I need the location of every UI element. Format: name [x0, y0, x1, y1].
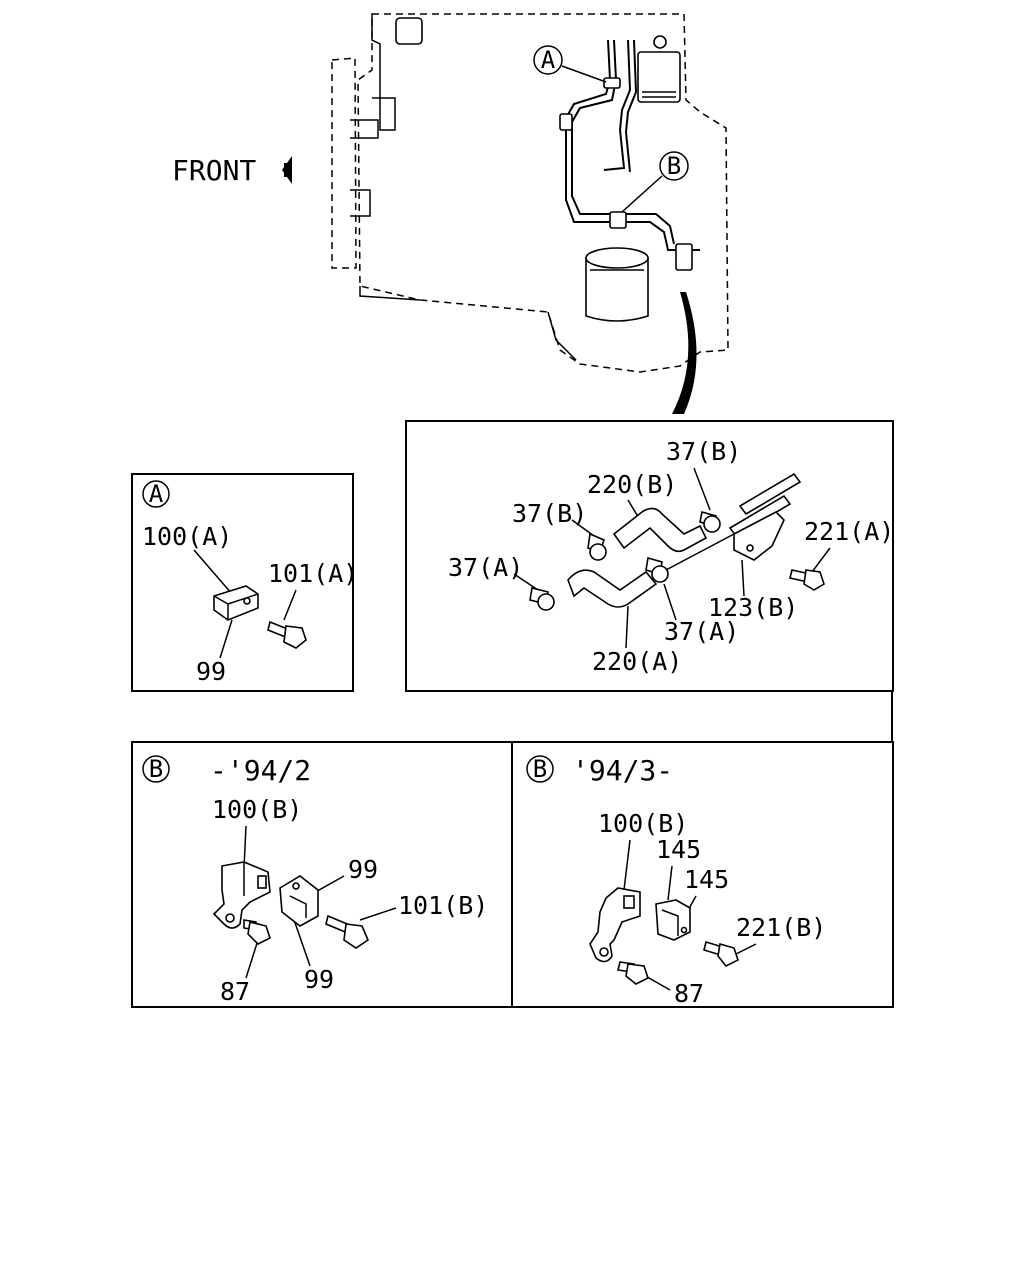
label-100b-early: 100(B) — [212, 795, 302, 824]
label-87-late: 87 — [674, 979, 704, 1008]
bolt-221a — [789, 569, 825, 591]
bracket-100b-early — [212, 861, 271, 929]
bolt-101a — [267, 620, 307, 649]
joint-37a-mid — [645, 556, 669, 583]
label-37a-left: 37(A) — [448, 553, 523, 582]
detail-hoses-panel: 37(B) 220(B) 37(B) 221(A) 37(A) 123(B) 3… — [405, 420, 894, 742]
detail-b-late-panel: B '94/3- 100(B) 145 145 221(B) 87 — [511, 741, 894, 1008]
label-101a: 101(A) — [268, 559, 358, 588]
label-145-2: 145 — [684, 865, 729, 894]
label-101b: 101(B) — [398, 891, 488, 920]
label-99-early-top: 99 — [348, 855, 378, 884]
label-37b-top: 37(B) — [666, 437, 741, 466]
clip-145 — [655, 899, 691, 941]
detail-b-early-panel: B -'94/2 100(B) 99 101(B) 87 99 — [131, 741, 513, 1008]
hose-220b — [612, 507, 708, 553]
callout-a-letter: A — [541, 46, 556, 74]
engine-overview — [331, 13, 729, 414]
bolt-87-early — [243, 919, 271, 945]
bolt-87-late — [617, 961, 649, 985]
callout-b-letter: B — [667, 152, 681, 180]
joint-37a-left — [529, 587, 555, 611]
callout-b: B — [621, 151, 689, 213]
front-indicator: FRONT — [172, 154, 292, 187]
oil-filter — [585, 247, 649, 322]
detail-b-late-range: '94/3- — [572, 754, 673, 787]
clip-100a — [213, 585, 259, 621]
detail-b-early-range: -'94/2 — [210, 754, 311, 787]
hose-220a — [567, 569, 658, 608]
label-37b-left: 37(B) — [512, 499, 587, 528]
label-100b-late: 100(B) — [598, 809, 688, 838]
label-99-early-bottom: 99 — [304, 965, 334, 994]
label-221a: 221(A) — [804, 517, 894, 546]
joint-37b-top — [699, 510, 721, 533]
label-123b: 123(B) — [708, 593, 798, 622]
detail-b-early-badge: B — [149, 755, 163, 783]
bolt-221b — [703, 940, 739, 968]
joint-37b-left — [587, 532, 607, 561]
label-145-1: 145 — [656, 835, 701, 864]
label-99-a: 99 — [196, 657, 226, 686]
label-37a-mid: 37(A) — [664, 617, 739, 646]
bolt-101b — [325, 914, 369, 949]
label-100a: 100(A) — [142, 522, 232, 551]
label-220b: 220(B) — [587, 470, 677, 499]
callout-a: A — [533, 45, 607, 83]
bracket-123b — [665, 472, 802, 571]
fuel-filter — [637, 51, 681, 103]
detail-a-badge: A — [149, 480, 164, 508]
label-221b: 221(B) — [736, 913, 826, 942]
detail-b-late-badge: B — [533, 755, 547, 783]
front-label: FRONT — [172, 154, 256, 187]
clamp-99-early — [279, 875, 319, 927]
label-87-early: 87 — [220, 977, 250, 1006]
detail-a-panel: A 100(A) 101(A) 99 — [131, 473, 358, 692]
bracket-100b-late — [589, 887, 641, 963]
label-220a: 220(A) — [592, 647, 682, 676]
